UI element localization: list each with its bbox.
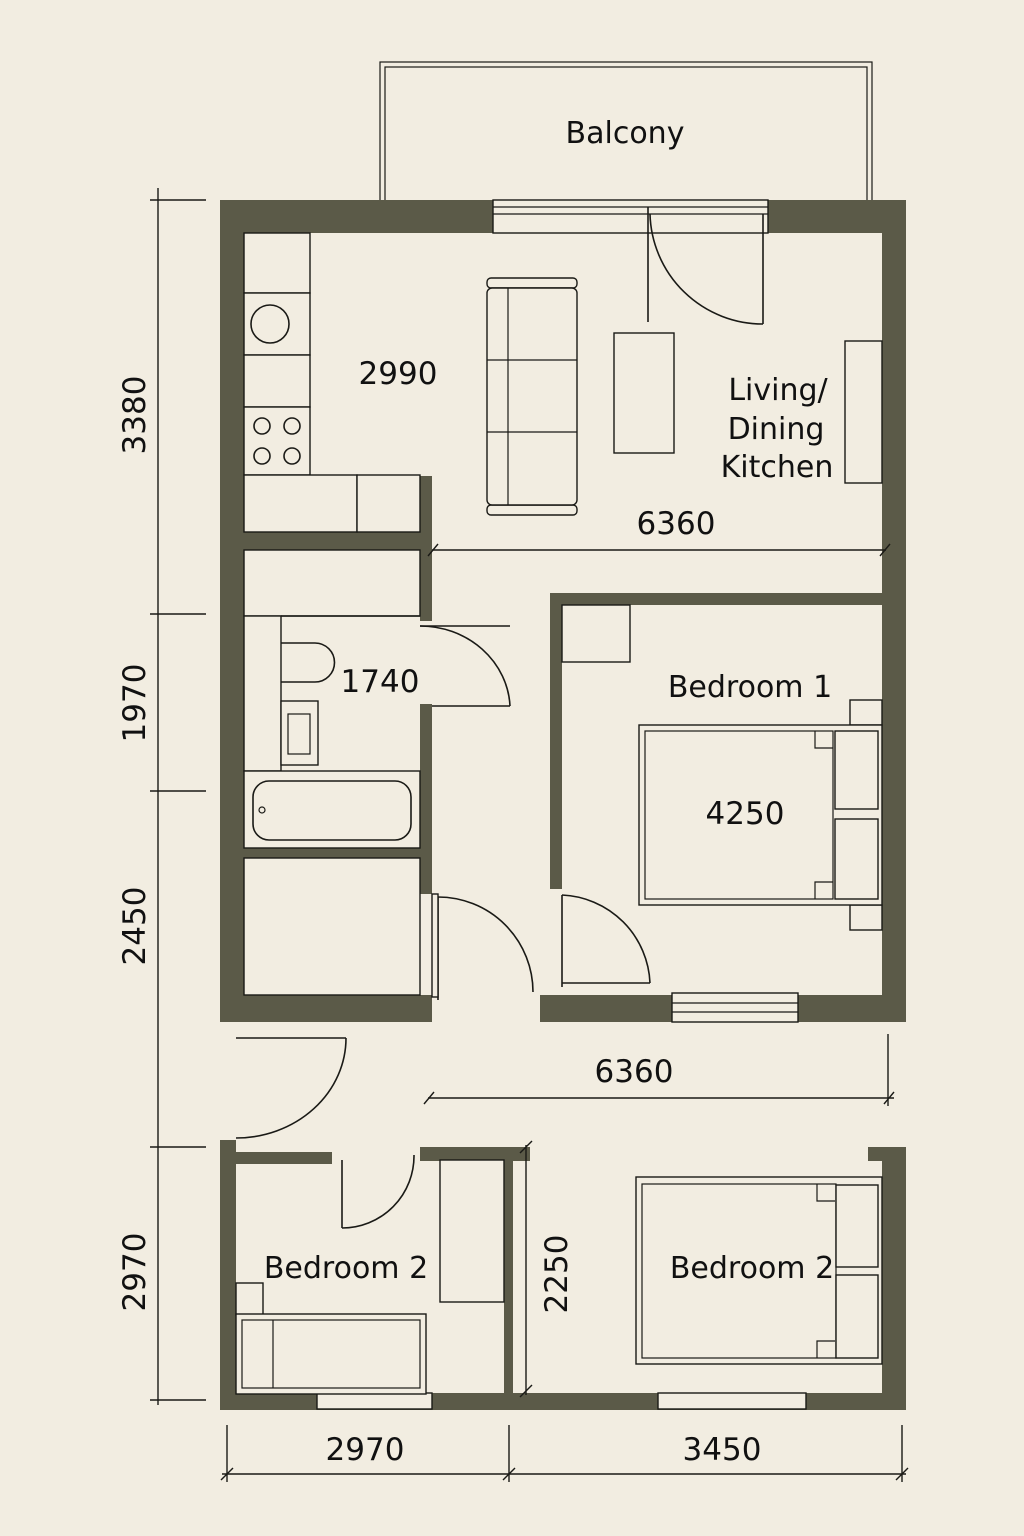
sink-icon: [250, 304, 290, 344]
left-dim-2: 1970: [117, 664, 153, 743]
living-width-value: 6360: [637, 506, 716, 542]
wardrobe-icon: [439, 1159, 505, 1303]
living-label-line3: Kitchen: [721, 450, 834, 485]
bedroom-2-height-value: 2250: [539, 1235, 575, 1314]
balcony: Balcony: [379, 61, 873, 203]
bottom-dim-1: 2970: [326, 1432, 405, 1468]
bedroom-1-area-value: 4250: [706, 796, 785, 832]
living-label-line2: Dining: [728, 412, 825, 447]
bedroom-2-right: 2250 Bedroom 2: [519, 1140, 883, 1398]
bathtub-icon: [252, 780, 412, 841]
living-dimension-line: [427, 543, 891, 557]
bedroom-2-left: Bedroom 2: [235, 1154, 505, 1395]
entrance-door: [235, 1037, 347, 1139]
bathroom-area-value: 1740: [341, 664, 420, 700]
sofa-icon: [486, 277, 578, 516]
bedroom-1-label: Bedroom 1: [668, 670, 832, 705]
hob-icon: [243, 406, 311, 476]
lower-windows: [316, 1392, 807, 1410]
balcony-label: Balcony: [566, 116, 685, 151]
living-area-value: 2990: [359, 356, 438, 392]
left-dim-3: 2450: [117, 887, 153, 966]
wardrobe-icon: [561, 604, 631, 663]
bedroom-1: Bedroom 1 4250: [561, 604, 883, 1023]
hall-door: [431, 893, 534, 1000]
bathroom: 1740: [243, 549, 511, 849]
table-icon: [613, 332, 675, 454]
middle-width-value: 6360: [595, 1054, 674, 1090]
left-dim-4: 2970: [117, 1233, 153, 1312]
toilet-icon: [281, 642, 336, 683]
basin-icon: [287, 713, 311, 755]
living-label-line1: Living/: [728, 373, 828, 408]
upper-walls: [220, 200, 906, 1022]
balcony-door: [492, 199, 769, 325]
bedroom-2-left-label: Bedroom 2: [264, 1251, 428, 1286]
bottom-dimension-chain: 2970 3450: [220, 1425, 909, 1482]
kitchen-counter: [243, 232, 421, 533]
single-bed-icon: [235, 1313, 427, 1395]
left-dimension-chain: 3380 1970 2450 2970: [117, 188, 206, 1405]
storage-cupboard: [243, 857, 421, 996]
left-dim-1: 3380: [117, 376, 153, 455]
middle-dimension: 6360: [423, 1034, 895, 1106]
bottom-dim-2: 3450: [683, 1432, 762, 1468]
window-icon: [671, 992, 799, 1023]
bedroom-2-right-label: Bedroom 2: [670, 1251, 834, 1286]
cabinet-icon: [844, 340, 883, 484]
living-labels: 2990 Living/ Dining Kitchen 6360: [359, 356, 834, 542]
